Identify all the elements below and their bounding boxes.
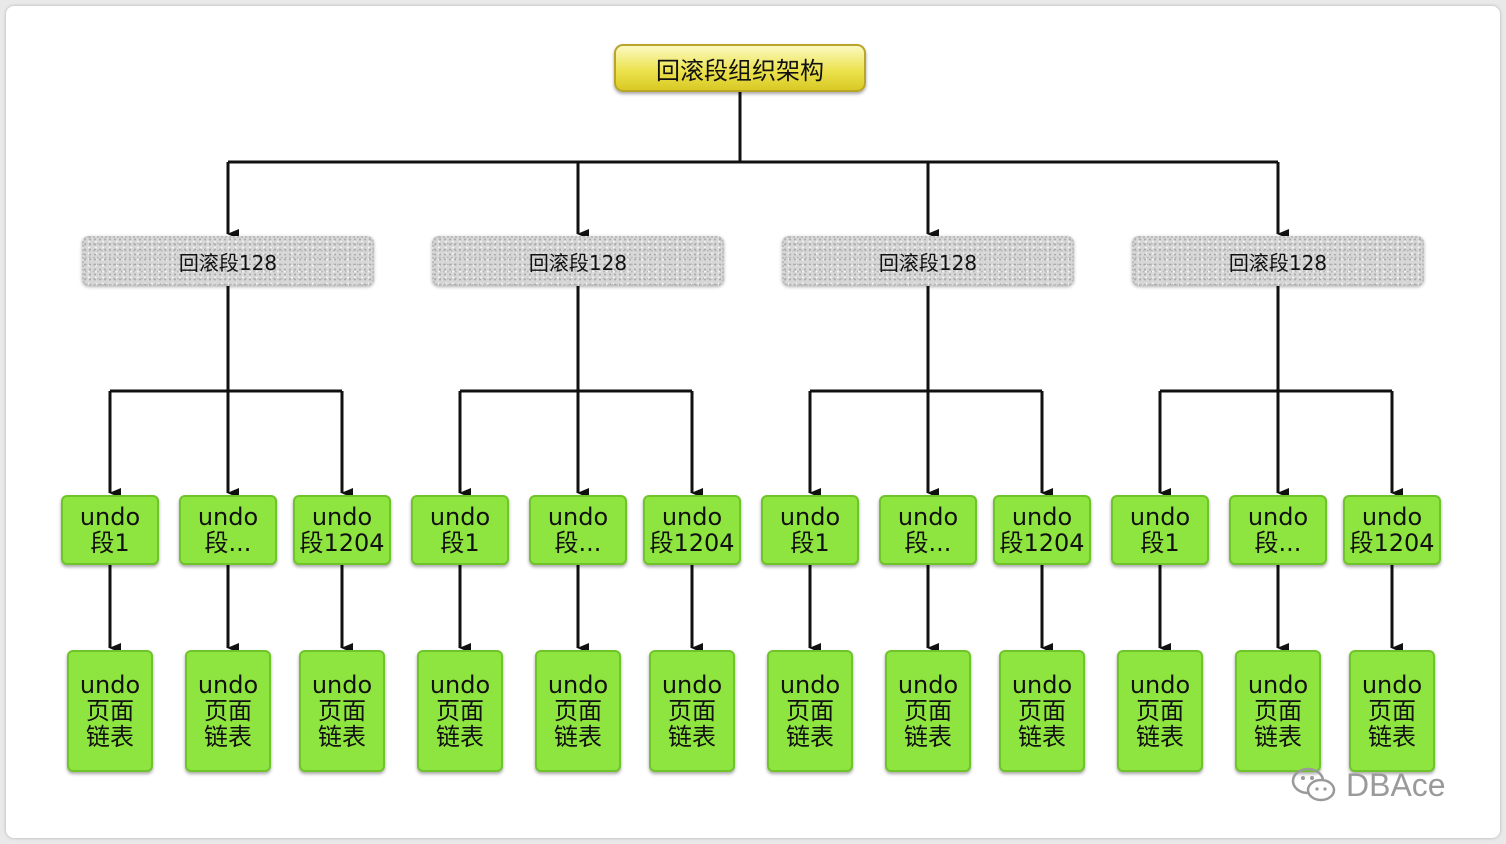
rollback-segment-label: 回滚段128 — [178, 250, 278, 275]
undo-page-list-label: undo 页面 链表 — [547, 671, 609, 751]
undo-page-list-node: undo 页面 链表 — [67, 650, 153, 772]
undo-page-list-node: undo 页面 链表 — [999, 650, 1085, 772]
diagram-canvas: 回滚段组织架构 回滚段128 undo 段1 undo 页面 链表 undo 段...… — [6, 6, 1500, 838]
undo-page-list-label: undo 页面 链表 — [897, 671, 959, 751]
undo-segment-label: undo 段1204 — [299, 503, 385, 557]
undo-page-list-node: undo 页面 链表 — [535, 650, 621, 772]
rollback-segment-label: 回滚段128 — [1228, 250, 1328, 275]
rollback-segment-node: 回滚段128 — [432, 236, 724, 286]
undo-segment-node: undo 段1204 — [993, 495, 1091, 565]
undo-segment-label: undo 段... — [197, 503, 259, 557]
undo-page-list-label: undo 页面 链表 — [1247, 671, 1309, 751]
undo-segment-label: undo 段1 — [1129, 503, 1191, 557]
undo-page-list-label: undo 页面 链表 — [1361, 671, 1423, 751]
root-node: 回滚段组织架构 — [614, 44, 866, 92]
undo-page-list-label: undo 页面 链表 — [1011, 671, 1073, 751]
undo-page-list-label: undo 页面 链表 — [1129, 671, 1191, 751]
rollback-segment-node: 回滚段128 — [782, 236, 1074, 286]
root-label: 回滚段组织架构 — [656, 56, 824, 85]
rollback-segment-node: 回滚段128 — [82, 236, 374, 286]
undo-page-list-label: undo 页面 链表 — [429, 671, 491, 751]
undo-segment-label: undo 段1 — [429, 503, 491, 557]
undo-segment-node: undo 段... — [879, 495, 977, 565]
undo-segment-label: undo 段... — [547, 503, 609, 557]
undo-page-list-node: undo 页面 链表 — [299, 650, 385, 772]
rollback-segment-label: 回滚段128 — [528, 250, 628, 275]
undo-segment-node: undo 段... — [529, 495, 627, 565]
undo-segment-label: undo 段1204 — [1349, 503, 1435, 557]
undo-segment-node: undo 段... — [179, 495, 277, 565]
undo-segment-node: undo 段... — [1229, 495, 1327, 565]
undo-page-list-label: undo 页面 链表 — [197, 671, 259, 751]
undo-segment-node: undo 段1204 — [293, 495, 391, 565]
undo-page-list-node: undo 页面 链表 — [417, 650, 503, 772]
undo-page-list-node: undo 页面 链表 — [885, 650, 971, 772]
wechat-icon — [1291, 767, 1336, 802]
undo-page-list-node: undo 页面 链表 — [767, 650, 853, 772]
undo-page-list-label: undo 页面 链表 — [661, 671, 723, 751]
undo-page-list-node: undo 页面 链表 — [649, 650, 735, 772]
watermark: DBAce — [1290, 762, 1470, 808]
undo-segment-node: undo 段1 — [411, 495, 509, 565]
undo-segment-node: undo 段1 — [1111, 495, 1209, 565]
undo-segment-node: undo 段1204 — [643, 495, 741, 565]
undo-page-list-label: undo 页面 链表 — [79, 671, 141, 751]
undo-page-list-label: undo 页面 链表 — [779, 671, 841, 751]
watermark-text: DBAce — [1346, 766, 1446, 803]
connector-lines — [108, 92, 1403, 653]
undo-page-list-node: undo 页面 链表 — [185, 650, 271, 772]
undo-page-list-node: undo 页面 链表 — [1117, 650, 1203, 772]
rollback-segment-node: 回滚段128 — [1132, 236, 1424, 286]
rollback-segment-label: 回滚段128 — [878, 250, 978, 275]
undo-segment-node: undo 段1204 — [1343, 495, 1441, 565]
undo-page-list-label: undo 页面 链表 — [311, 671, 373, 751]
undo-segment-label: undo 段1 — [779, 503, 841, 557]
undo-segment-label: undo 段1 — [79, 503, 141, 557]
undo-segment-label: undo 段... — [1247, 503, 1309, 557]
undo-segment-node: undo 段1 — [761, 495, 859, 565]
undo-segment-label: undo 段... — [897, 503, 959, 557]
undo-segment-label: undo 段1204 — [999, 503, 1085, 557]
undo-segment-node: undo 段1 — [61, 495, 159, 565]
undo-page-list-node: undo 页面 链表 — [1235, 650, 1321, 772]
undo-page-list-node: undo 页面 链表 — [1349, 650, 1435, 772]
undo-segment-label: undo 段1204 — [649, 503, 735, 557]
